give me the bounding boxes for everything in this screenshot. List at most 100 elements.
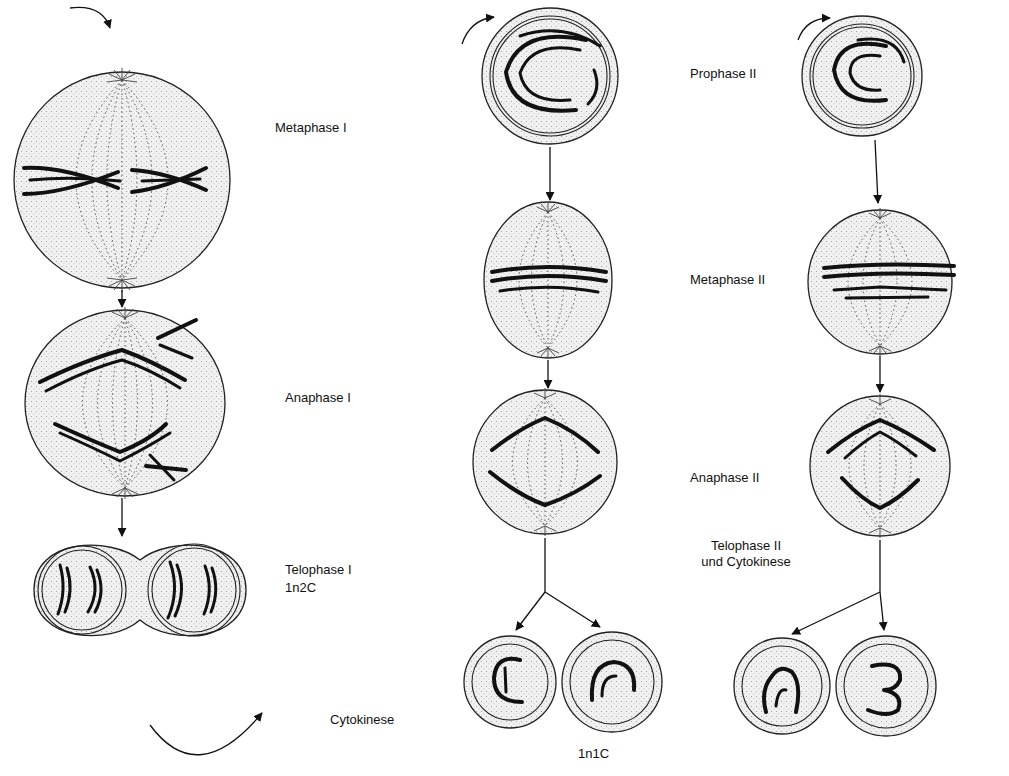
phase-label: Prophase II — [690, 66, 757, 82]
daughter-cell — [562, 632, 662, 732]
chromosome — [834, 44, 886, 101]
entry-arrow — [462, 17, 494, 44]
chromosome — [146, 466, 186, 470]
phase-label: Anaphase I — [285, 390, 351, 406]
flow-arrow — [545, 592, 600, 627]
spindle — [519, 212, 577, 348]
anaphase-one-cell — [25, 307, 225, 499]
chromosome — [858, 39, 904, 62]
chromosome — [490, 472, 600, 505]
cell-outline — [810, 396, 950, 536]
chromosome — [764, 669, 798, 712]
nuclear-envelope — [742, 646, 822, 726]
chromosome — [842, 478, 918, 508]
chromosome — [142, 179, 200, 181]
chromosome — [58, 565, 70, 614]
aster — [112, 307, 138, 499]
nuclear-envelope — [493, 19, 607, 133]
prophase-two-cell — [802, 16, 922, 136]
chromosome — [160, 345, 192, 358]
chromosome — [132, 168, 206, 192]
cell-outline — [808, 210, 952, 354]
nuclear-envelope — [472, 644, 548, 720]
chromosome — [834, 287, 946, 290]
chromosome — [520, 31, 600, 46]
flow-arrow — [547, 360, 548, 388]
chromosome — [150, 455, 174, 480]
flow-arrow — [549, 147, 550, 200]
aster — [869, 208, 891, 356]
flow-arrow — [792, 592, 880, 634]
chromosome — [592, 662, 634, 700]
anaphase-two-cell — [810, 394, 950, 538]
prophase-two-cell — [482, 8, 618, 144]
cell-outline — [482, 8, 618, 144]
cell-outline — [802, 16, 922, 136]
chromosome — [30, 178, 120, 181]
metaphase-two-cell — [808, 208, 954, 356]
flow-line — [879, 540, 880, 592]
chromosome — [824, 264, 954, 268]
chromosome — [492, 418, 598, 452]
telophase-one-cell — [34, 544, 246, 636]
chromosome — [500, 287, 598, 292]
aster — [534, 388, 556, 536]
nuclear-envelope — [570, 640, 654, 724]
chromosome — [588, 70, 597, 104]
cell-outline — [34, 545, 246, 635]
nuclear-envelope — [490, 16, 610, 136]
flow-arrow — [121, 498, 122, 536]
chromosome — [46, 360, 180, 391]
nuclear-envelope — [148, 544, 240, 636]
phase-label: Telophase I — [285, 562, 352, 578]
entry-arrow — [70, 7, 110, 28]
chromosome — [24, 172, 118, 194]
chromosome — [492, 267, 606, 272]
metaphase-two-cell — [484, 202, 612, 358]
phase-label: Cytokinese — [330, 712, 394, 728]
daughter-cell — [836, 636, 936, 736]
spindle — [83, 318, 168, 488]
chromosome — [204, 566, 216, 614]
flow-arrow — [880, 592, 884, 630]
chromosome — [776, 690, 786, 706]
flow-line — [544, 538, 545, 592]
flow-arrow — [516, 592, 545, 630]
cell-outline — [734, 638, 830, 734]
nuclear-envelope — [152, 548, 236, 632]
chromosome — [520, 48, 580, 101]
aster — [869, 394, 891, 538]
nuclear-envelope — [42, 550, 122, 630]
nuclear-envelope — [38, 546, 126, 634]
chromosome — [494, 659, 522, 702]
cell-outline — [473, 390, 617, 534]
phase-label: Telophase II und Cytokinese — [700, 538, 792, 570]
ploidy-label: 1n2C — [285, 580, 316, 596]
chromosome — [602, 676, 616, 696]
cell-outline — [464, 636, 556, 728]
flow-arrow — [879, 356, 880, 392]
spindle — [848, 218, 912, 346]
cell-outline — [25, 310, 225, 496]
flow-arrow — [875, 140, 878, 203]
cell-outline — [484, 202, 612, 358]
daughter-cell — [464, 636, 556, 728]
metaphase-one-cell — [14, 68, 230, 292]
ploidy-label: 1n1C — [578, 746, 609, 762]
chromosome — [845, 432, 916, 458]
cell-outline — [836, 636, 936, 736]
flow-arrow — [121, 290, 122, 307]
chromosome — [505, 668, 506, 692]
chromosome — [492, 276, 606, 281]
nuclear-envelope — [813, 27, 911, 125]
cell-outline — [562, 632, 662, 732]
cell-outline — [14, 72, 230, 288]
chromosome — [88, 567, 101, 612]
flow-arrow — [150, 713, 262, 755]
daughter-cell — [734, 638, 830, 734]
nuclear-envelope — [844, 644, 928, 728]
chromosome — [868, 665, 900, 714]
aster — [537, 202, 559, 358]
